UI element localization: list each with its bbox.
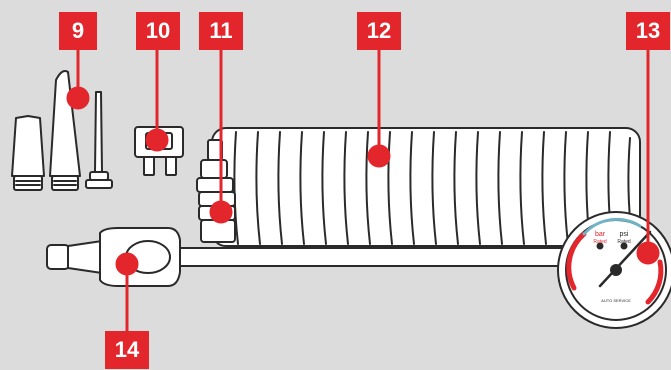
needle-adapter bbox=[86, 92, 112, 188]
callout-12: 12 bbox=[357, 12, 401, 50]
leader-dot-10 bbox=[147, 130, 167, 150]
leader-dot-14 bbox=[117, 254, 137, 274]
cone-adapter-short bbox=[12, 116, 44, 190]
leader-dot-12 bbox=[369, 146, 389, 166]
gauge-unit-left: bar bbox=[595, 231, 606, 238]
gauge-brand: AUTO SERVICE bbox=[601, 298, 631, 303]
inflation-adapters bbox=[12, 71, 112, 190]
callout-9: 9 bbox=[59, 12, 97, 50]
air-line bbox=[178, 248, 580, 266]
callout-13: 13 bbox=[626, 12, 670, 50]
leader-dot-13 bbox=[638, 243, 658, 263]
gauge-unit-right: psi bbox=[620, 231, 629, 238]
leader-dot-11 bbox=[211, 202, 231, 222]
leader-dot-9 bbox=[68, 88, 88, 108]
callout-14: 14 bbox=[105, 331, 149, 369]
pressure-gauge bbox=[558, 212, 671, 328]
callout-11: 11 bbox=[199, 12, 243, 50]
gauge-sub-right: Rated bbox=[617, 239, 631, 245]
gauge-sub-left: Rated bbox=[593, 239, 607, 245]
valve-handle bbox=[47, 228, 180, 286]
callout-10: 10 bbox=[136, 12, 180, 50]
